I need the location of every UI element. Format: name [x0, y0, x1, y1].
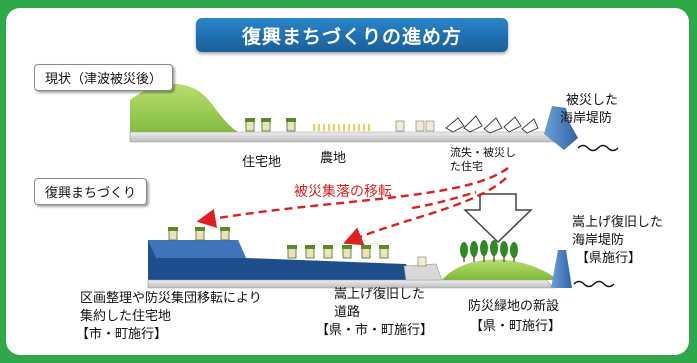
washed-away-label-line1: 流失・被災し — [450, 146, 516, 159]
raised-levee — [551, 250, 572, 288]
green-belt-trees — [460, 240, 518, 258]
road-label-line2: 道路 — [334, 305, 361, 320]
road-label-line3: 【県・市・町施行】 — [316, 323, 434, 338]
after-houses — [168, 229, 389, 259]
washed-away-debris — [445, 115, 539, 134]
relocation-label: 被災集落の移転 — [294, 184, 392, 200]
after-sea-waves — [573, 280, 615, 288]
greenbelt-label-line1: 防災緑地の新設 — [468, 299, 560, 314]
residential-label: 住宅地 — [242, 155, 282, 170]
farmland-label: 農地 — [320, 151, 347, 166]
raised-levee-label-line3: 【県施行】 — [576, 251, 642, 266]
road-label-line1: 嵩上げ復旧した — [334, 287, 426, 302]
raised-road — [403, 263, 443, 281]
housing-label-line2: 集約した住宅地 — [80, 309, 172, 324]
before-sea-waves — [577, 144, 619, 152]
raised-levee-label-line1: 嵩上げ復旧した — [572, 215, 664, 230]
green-belt-hill — [442, 259, 558, 280]
damaged-levee — [544, 106, 578, 150]
after-scene — [147, 227, 615, 289]
illustration — [129, 83, 619, 289]
farmland-crops — [313, 124, 370, 131]
before-hill — [130, 83, 238, 138]
greenbelt-label-line2: 【県・町施行】 — [470, 319, 562, 334]
relocation-arrows — [196, 167, 509, 246]
damaged-levee-label-line2: 海岸堤防 — [560, 111, 613, 126]
before-ground — [129, 131, 555, 143]
raised-levee-label-line2: 海岸堤防 — [572, 233, 625, 248]
title-banner: 復興まちづくりの進め方 — [196, 18, 508, 52]
before-scene — [129, 83, 619, 152]
page-title: 復興まちづくりの進め方 — [241, 25, 462, 48]
before-section-label: 現状（津波被災後） — [34, 64, 174, 91]
after-section-label: 復興まちづくり — [34, 178, 148, 205]
diagram-frame: 復興まちづくりの進め方 現状（津波被災後） 復興まちづくり 住宅地 農地 流失・… — [6, 8, 689, 355]
damaged-levee-label-line1: 被災した — [566, 93, 619, 108]
before-houses — [245, 120, 296, 132]
housing-label-line1: 区画整理や防災集団移転により — [80, 291, 262, 306]
housing-label-line3: 【市・町施行】 — [76, 327, 168, 342]
transition-arrow — [463, 193, 533, 244]
washed-away-label-line2: た住宅 — [450, 160, 483, 173]
